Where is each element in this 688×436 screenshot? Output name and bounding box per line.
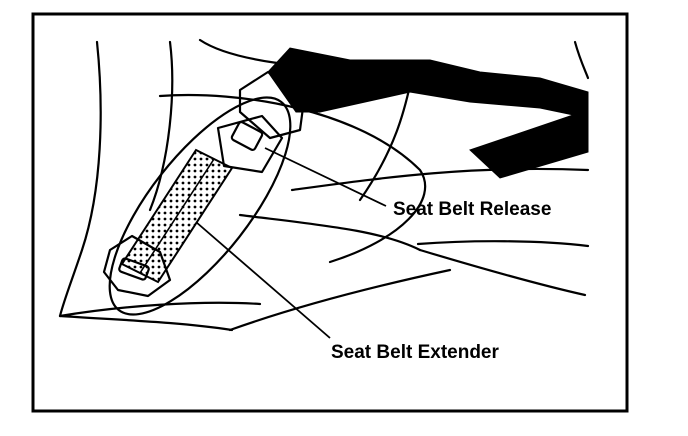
label-seat-belt-release: Seat Belt Release: [393, 199, 551, 220]
release-leader-line: [264, 147, 387, 207]
figure-border: [31, 12, 629, 413]
callout-ellipse: [108, 96, 292, 316]
label-seat-belt-extender: Seat Belt Extender: [331, 342, 499, 363]
seat-belt-extender: [120, 148, 234, 284]
shoulder-belt: [267, 47, 589, 179]
extender-leader-line: [195, 221, 331, 339]
seat-belt-release-buckle: [216, 114, 284, 174]
seat-outline: [58, 38, 590, 332]
extender-tongue: [102, 234, 172, 298]
latch-plate: [238, 70, 306, 140]
